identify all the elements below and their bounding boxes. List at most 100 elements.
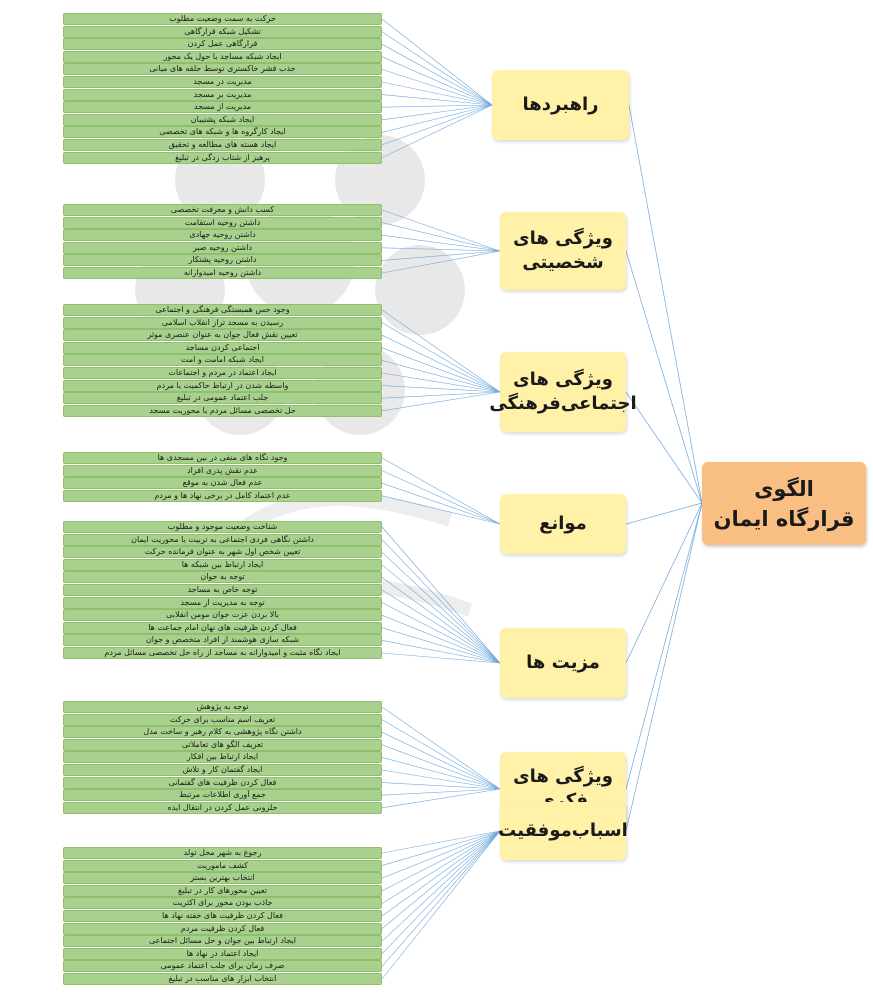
- leaf-node: انتخاب ابزار های مناسب در تبلیغ: [63, 973, 382, 985]
- leaf-node: ایجاد شبکه مساجد با حول یک محور: [63, 50, 382, 63]
- connector-line: [625, 502, 703, 832]
- leaf-node: تعیین شخص اول شهر به عنوان فرمانده حرکت: [63, 546, 382, 559]
- connector-line: [381, 526, 501, 664]
- leaf-node: عدم اعتماد کامل در برخی نهاد ها و مردم: [63, 489, 382, 502]
- leaf-node: اجتماعی کردن مساجد: [63, 341, 382, 354]
- connector-line: [381, 782, 501, 790]
- leaf-node: داشتن روحیه پشتکار: [63, 254, 382, 267]
- connector-line: [381, 788, 501, 809]
- leaf-node: کسب دانش و معرفت تخصصی: [63, 204, 382, 216]
- connector-line: [381, 56, 493, 106]
- leaf-node: داشتن روحیه صبر: [63, 241, 382, 254]
- connector-line: [381, 830, 501, 942]
- connector-line: [381, 309, 501, 393]
- category-node: ویژگی های شخصیتی: [500, 212, 626, 290]
- connector-line: [381, 627, 501, 664]
- connector-line: [381, 470, 501, 525]
- leaf-node: وجود نگاه های منفی در بین مسجدی ها: [63, 452, 382, 464]
- connector-line: [381, 577, 501, 664]
- leaf-node: فعال کردن ظرفیت مردم: [63, 922, 382, 935]
- leaf-node: توجه به جوان: [63, 571, 382, 584]
- leaf-node: توجه خاص به مساجد: [63, 584, 382, 596]
- leaf-node: جاذب بودن محور برای اکثریت: [63, 897, 382, 910]
- connector-line: [381, 551, 501, 664]
- connector-line: [381, 104, 493, 146]
- connector-line: [381, 830, 501, 917]
- connector-line: [381, 614, 501, 664]
- connector-line: [381, 640, 501, 664]
- connector-line: [381, 334, 501, 393]
- leaf-node: رسیدن به مسجد تراز انقلاب اسلامی: [63, 316, 382, 329]
- leaf-node: فعال کردن ظرفیت های گفتمانی: [63, 776, 382, 789]
- leaf-node: رجوع به شهر محل تولد: [63, 847, 382, 859]
- leaf-node: داشتن روحیه استقامت: [63, 216, 382, 229]
- connector-line: [381, 830, 501, 929]
- leaf-node: ایجاد هسته های مطالعه و تحقیق: [63, 139, 382, 151]
- connector-line: [381, 495, 501, 525]
- connector-line: [381, 830, 501, 892]
- leaf-node: ایجاد ارتباط بین جوان و حل مسائل اجتماعی: [63, 935, 382, 948]
- leaf-node: واسطه شدن در ارتباط حاکمیت با مردم: [63, 379, 382, 392]
- connector-line: [381, 69, 493, 106]
- connector-line: [625, 502, 703, 525]
- connector-line: [381, 385, 501, 393]
- leaf-node: ایجاد اعتماد در مردم و اجتماعات: [63, 367, 382, 379]
- leaf-node: حرکت به سمت وضعیت مطلوب: [63, 13, 382, 25]
- leaf-node: مدیریت از مسجد: [63, 101, 382, 114]
- category-node: موانع: [500, 494, 626, 554]
- connector-line: [381, 372, 501, 393]
- connector-line: [625, 502, 703, 790]
- connector-line: [381, 234, 501, 252]
- leaf-node: شناخت وضعیت موجود و مطلوب: [63, 521, 382, 533]
- connector-line: [381, 744, 501, 790]
- leaf-node: بالا بردن عزت جوان مومن انقلابی: [63, 609, 382, 622]
- leaf-node: تشکیل شبکه قرارگاهی: [63, 25, 382, 38]
- leaf-node: داشتن نگاهی فردی اجتماعی به تربیت با محو…: [63, 533, 382, 546]
- leaf-node: جذب قشر خاکستری توسط حلقه های میانی: [63, 63, 382, 76]
- connector-line: [381, 18, 493, 106]
- leaf-node: تعیین نقش فعال جوان به عنوان عنصری موثر: [63, 329, 382, 342]
- connector-line: [381, 706, 501, 790]
- leaf-node: ایجاد گفتمان کار و تلاش: [63, 764, 382, 776]
- leaf-node: توجه به مدیریت از مسجد: [63, 596, 382, 609]
- leaf-node: جمع آوری اطلاعات مرتبط: [63, 789, 382, 802]
- leaf-node: داشتن روحیه امیدوارانه: [63, 267, 382, 279]
- leaf-node: عدم نقش پدری افراد: [63, 464, 382, 477]
- connector-line: [381, 104, 493, 121]
- leaf-node: تعیین محورهای کار در تبلیغ: [63, 884, 382, 897]
- connector-line: [381, 250, 501, 261]
- connector-line: [381, 830, 501, 879]
- connector-line: [381, 482, 501, 525]
- leaf-node: مدیریت در مسجد: [63, 76, 382, 88]
- leaf-node: حل تخصصی مسائل مردم با محوریت مسجد: [63, 404, 382, 417]
- connector-line: [381, 539, 501, 664]
- connector-line: [381, 564, 501, 664]
- leaf-node: ایجاد ارتباط بین افکار: [63, 751, 382, 764]
- connector-line: [381, 81, 493, 106]
- connector-line: [381, 652, 501, 664]
- connector-line: [381, 347, 501, 393]
- connector-line: [381, 104, 493, 133]
- connector-line: [381, 830, 501, 854]
- leaf-node: ایجاد شبکه پشتیبان: [63, 113, 382, 126]
- connector-line: [381, 830, 501, 967]
- leaf-node: وجود حس همبستگی فرهنگی و اجتماعی: [63, 304, 382, 316]
- connector-line: [381, 43, 493, 106]
- leaf-node: ایجاد ارتباط بین شبکه ها: [63, 558, 382, 571]
- root-node: الگوی قرارگاه ایمان: [702, 462, 866, 545]
- connector-line: [381, 104, 493, 108]
- leaf-node: ایجاد شبکه امامت و امت: [63, 354, 382, 367]
- connector-line: [381, 360, 501, 393]
- connector-line: [381, 602, 501, 664]
- leaf-node: فعال کردن ظرفیت های نهان امام جماعت ها: [63, 621, 382, 634]
- connector-line: [381, 222, 501, 252]
- category-node: مزیت ها: [500, 628, 626, 698]
- leaf-node: ایجاد نگاه مثبت و امیدوارانه به مساجد از…: [63, 647, 382, 659]
- connector-line: [625, 502, 703, 664]
- connector-line: [381, 31, 493, 106]
- connector-line: [381, 94, 493, 106]
- leaf-node: داشتن نگاه پژوهشی به کلام رهبر و ساخت مد…: [63, 726, 382, 739]
- connector-line: [625, 250, 703, 504]
- leaf-node: عدم فعال شدن به موقع: [63, 477, 382, 490]
